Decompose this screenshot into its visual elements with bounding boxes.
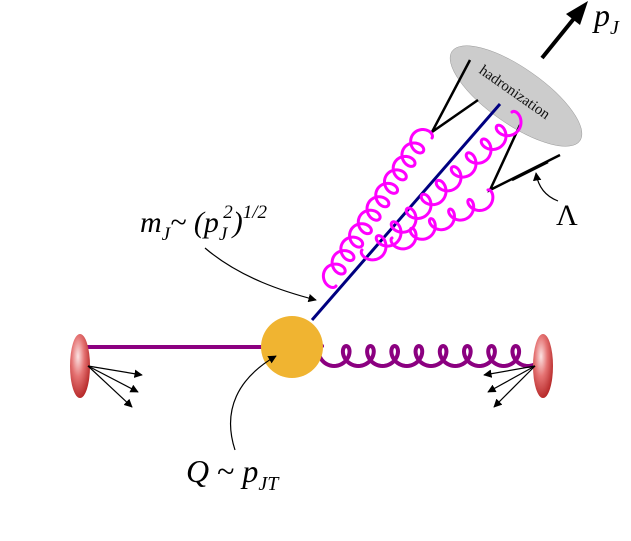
jet-mass-pointer: [204, 247, 317, 303]
jet-gluon-1: [321, 128, 434, 289]
jet-mass-label: mJ~ (pJ2)1/2: [140, 202, 268, 245]
proton-left: [70, 334, 90, 398]
arrow-up-right-icon: [540, 1, 588, 60]
lambda-pointer: [533, 172, 559, 202]
jet-momentum-label: pJ: [592, 0, 620, 39]
lambda-label: Λ: [556, 199, 578, 232]
hadronization-blob: hadronization: [449, 45, 583, 147]
hard-scale-label: Q ~ pJT: [186, 453, 280, 495]
jet-gluon-3: [389, 188, 495, 251]
proton-right: [533, 334, 553, 398]
jet-gluon-2: [359, 109, 523, 262]
hard-scale-pointer: [229, 355, 277, 451]
beam-gluon: [316, 343, 546, 369]
proton-left-remnants: [87, 365, 143, 408]
proton-right-remnants: [483, 365, 536, 408]
hard-scattering-vertex: [261, 316, 323, 378]
